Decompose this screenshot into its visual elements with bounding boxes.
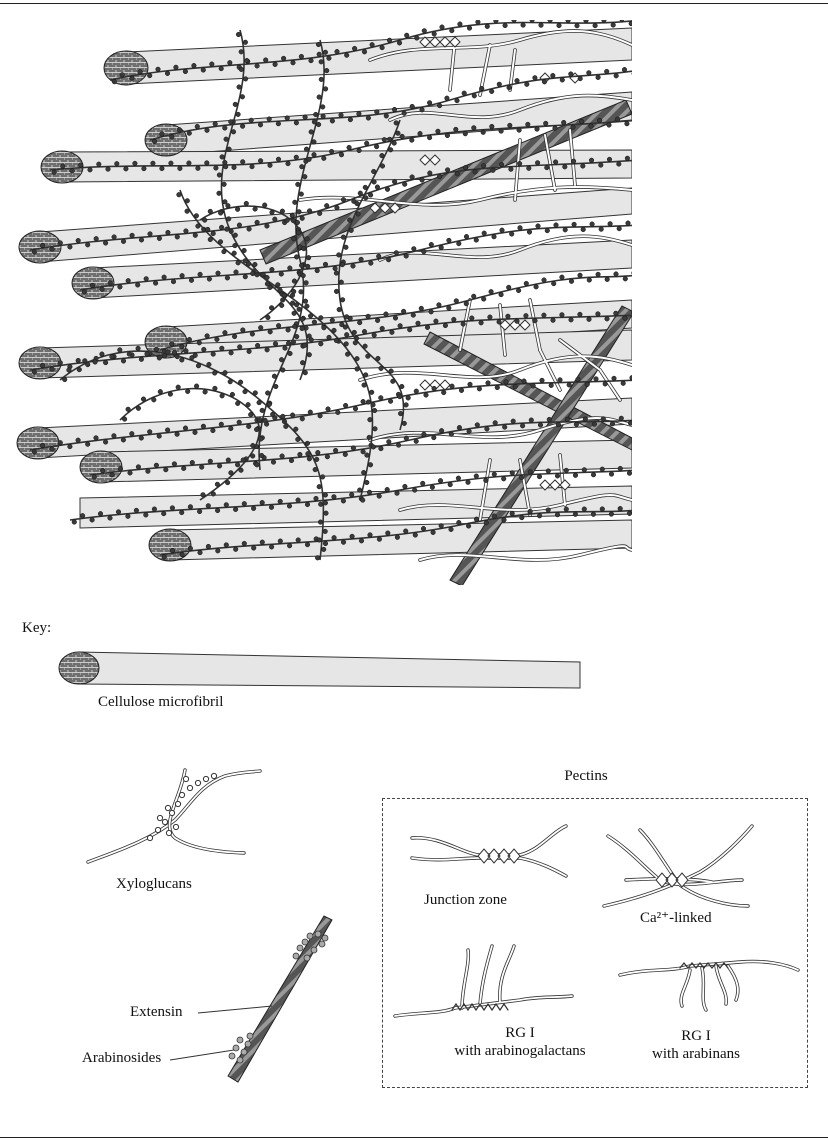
label-extensin: Extensin — [130, 1004, 183, 1021]
label-arabinosides: Arabinosides — [82, 1050, 161, 1067]
label-rg1-arabinogalactans-2: with arabinogalactans — [420, 1043, 620, 1060]
extensin-legend-icon — [170, 916, 332, 1082]
label-rg1-arabinans-2: with arabinans — [616, 1046, 776, 1063]
label-rg1-arabinans-1: RG I — [616, 1028, 776, 1045]
xyloglucans-legend-icon — [88, 770, 260, 862]
label-junction-zone: Junction zone — [424, 892, 507, 909]
label-xyloglucans: Xyloglucans — [116, 876, 192, 893]
label-cellulose-microfibril: Cellulose microfibril — [98, 694, 223, 711]
pectins-title: Pectins — [540, 768, 632, 785]
label-rg1-arabinogalactans-1: RG I — [420, 1025, 620, 1042]
label-ca-linked: Ca²⁺-linked — [640, 908, 712, 927]
cellulose-legend-icon — [59, 652, 580, 688]
